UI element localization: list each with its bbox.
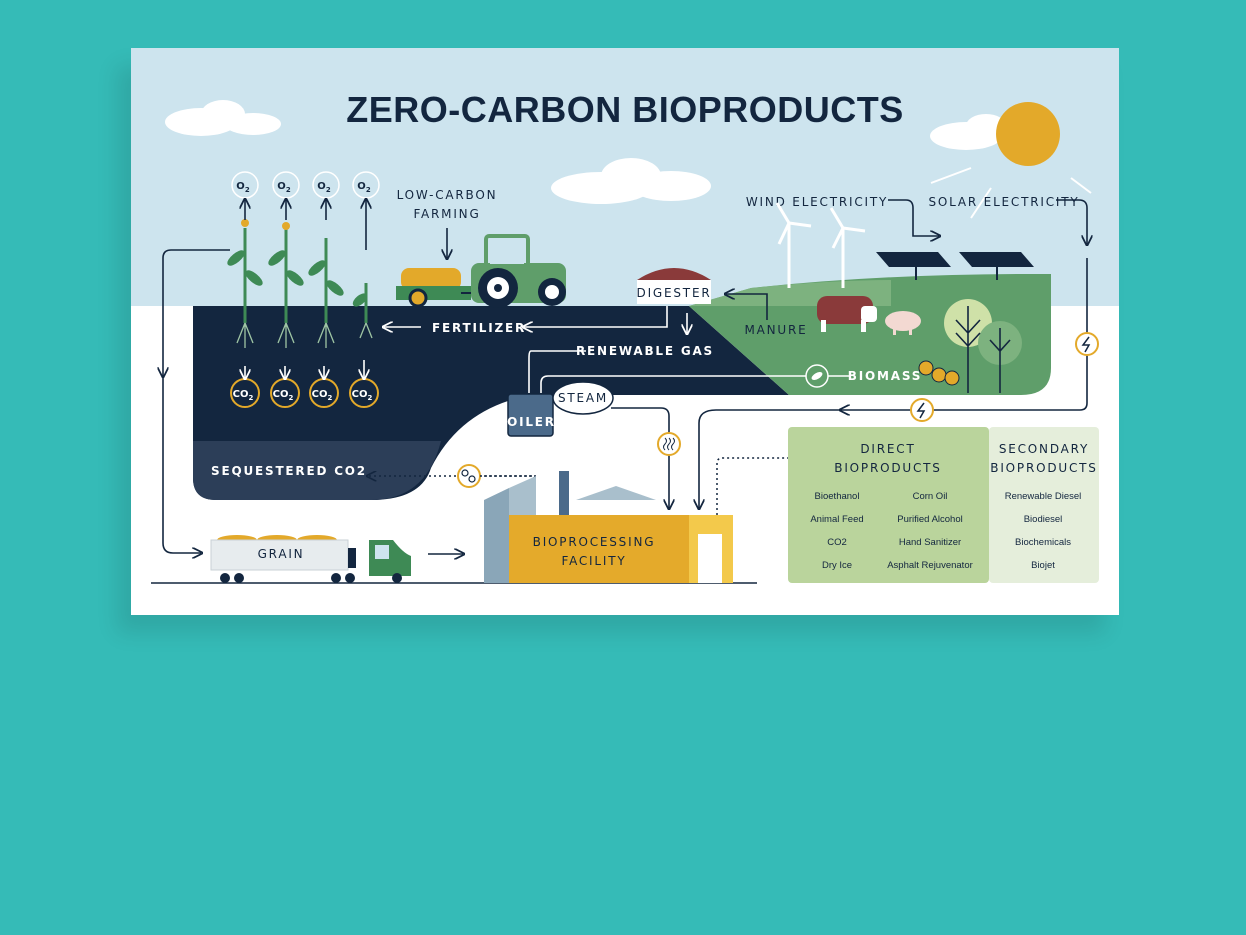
- svg-text:CO2: CO2: [273, 389, 294, 402]
- svg-text:CO2: CO2: [233, 389, 254, 402]
- digester-icon: [637, 268, 711, 304]
- biomass-label: BIOMASS: [848, 369, 922, 383]
- page-title: ZERO-CARBON BIOPRODUCTS: [346, 89, 904, 130]
- grain-truck-icon: [210, 535, 411, 583]
- lightning-icon: [1075, 332, 1099, 356]
- direct-heading-1: DIRECT: [860, 442, 915, 456]
- sequestered-zone: [193, 441, 441, 500]
- biomass-icon: [918, 360, 960, 386]
- cow-icon: [817, 296, 877, 332]
- cloud-icon: [551, 158, 711, 204]
- o2-icons: O2 O2 O2 O2: [231, 171, 380, 250]
- wind-electricity-label: WIND ELECTRICITY: [746, 195, 888, 209]
- digester-label: DIGESTER: [637, 286, 712, 300]
- svg-text:O2: O2: [236, 181, 250, 194]
- wind-turbine-icons: [775, 202, 866, 288]
- pig-icon: [885, 311, 921, 335]
- secondary-item: Biojet: [1031, 560, 1055, 571]
- tractor-icon: [396, 234, 566, 308]
- sun-icon: [930, 102, 1092, 219]
- direct-item: Hand Sanitizer: [899, 537, 961, 548]
- co2-icons: CO2 CO2 CO2 CO2: [230, 360, 379, 408]
- secondary-heading-2: BIOPRODUCTS: [990, 461, 1097, 475]
- direct-item: Dry Ice: [822, 560, 852, 571]
- secondary-bioproducts-panel: [989, 427, 1099, 583]
- manure-label: MANURE: [744, 323, 807, 337]
- facility-label-2: FACILITY: [561, 554, 626, 568]
- svg-text:CO2: CO2: [352, 389, 373, 402]
- tree-icons: [944, 299, 1022, 393]
- secondary-item: Renewable Diesel: [1005, 491, 1082, 502]
- svg-text:O2: O2: [317, 181, 331, 194]
- secondary-item: Biochemicals: [1015, 537, 1071, 548]
- sequestered-co2-label: SEQUESTERED CO2: [211, 464, 367, 478]
- heat-icon: [657, 432, 681, 456]
- leaf-icon: [805, 364, 829, 388]
- low-carbon-farming-label: LOW-CARBON: [397, 188, 498, 202]
- solar-electricity-label: SOLAR ELECTRICITY: [929, 195, 1080, 209]
- molecule-icon: [457, 464, 481, 488]
- svg-text:CO2: CO2: [312, 389, 333, 402]
- secondary-item: Biodiesel: [1024, 514, 1063, 525]
- solar-panel-icons: [876, 252, 1034, 280]
- direct-item: Animal Feed: [810, 514, 863, 525]
- direct-item: Corn Oil: [913, 491, 948, 502]
- boiler-icon: [507, 393, 554, 437]
- svg-text:O2: O2: [277, 181, 291, 194]
- fertilizer-label: FERTILIZER: [432, 321, 526, 335]
- cloud-icon: [165, 100, 281, 136]
- renewable-gas-label: RENEWABLE GAS: [576, 344, 714, 358]
- direct-item: CO2: [827, 537, 847, 548]
- facility-label-1: BIOPROCESSING: [533, 535, 656, 549]
- bioprocessing-facility-icon: [484, 471, 733, 583]
- direct-bioproducts-panel: [788, 427, 989, 583]
- direct-item: Asphalt Rejuvenator: [887, 560, 973, 571]
- steam-label: STEAM: [558, 391, 608, 405]
- svg-text:O2: O2: [357, 181, 371, 194]
- grain-label: GRAIN: [258, 547, 305, 561]
- secondary-heading-1: SECONDARY: [999, 442, 1089, 456]
- lightning-icon: [910, 398, 934, 422]
- cloud-icon: [930, 114, 1006, 150]
- direct-heading-2: BIOPRODUCTS: [834, 461, 941, 475]
- low-carbon-farming-label-2: FARMING: [413, 207, 480, 221]
- infographic-poster: ZERO-CARBON BIOPRODUCTS O2: [131, 48, 1119, 615]
- steam-cloud-icon: [552, 381, 614, 415]
- boiler-label: BOILER: [496, 415, 556, 429]
- direct-item: Bioethanol: [815, 491, 860, 502]
- direct-item: Purified Alcohol: [897, 514, 962, 525]
- corn-plants: [227, 219, 373, 348]
